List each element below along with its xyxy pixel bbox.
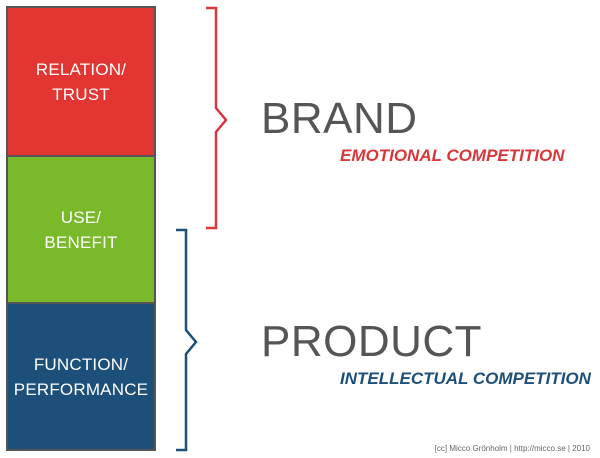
function-label-line1: FUNCTION/ [33, 354, 129, 374]
product-subtitle: INTELLECTUAL COMPETITION [340, 369, 591, 388]
function-label-line2: PERFORMANCE [13, 379, 149, 399]
use-label-line2: BENEFIT [44, 232, 118, 252]
brand-subtitle: EMOTIONAL COMPETITION [340, 146, 565, 165]
relation-label-line1: RELATION/ [35, 59, 127, 79]
brand-bracket [206, 6, 228, 230]
use-benefit-block: USE/ BENEFIT [8, 157, 154, 302]
relation-trust-block: RELATION/ TRUST [8, 8, 154, 155]
use-label-line1: USE/ [60, 207, 102, 227]
credit-text: [cc] Micco Grönholm | http://micco.se | … [434, 444, 590, 453]
layer-stack: RELATION/ TRUST USE/ BENEFIT FUNCTION/ P… [6, 6, 156, 451]
product-title: PRODUCT [261, 317, 483, 366]
brand-title: BRAND [261, 94, 418, 143]
function-performance-block: FUNCTION/ PERFORMANCE [8, 304, 154, 449]
relation-label-line2: TRUST [52, 84, 110, 104]
product-bracket [176, 228, 198, 452]
